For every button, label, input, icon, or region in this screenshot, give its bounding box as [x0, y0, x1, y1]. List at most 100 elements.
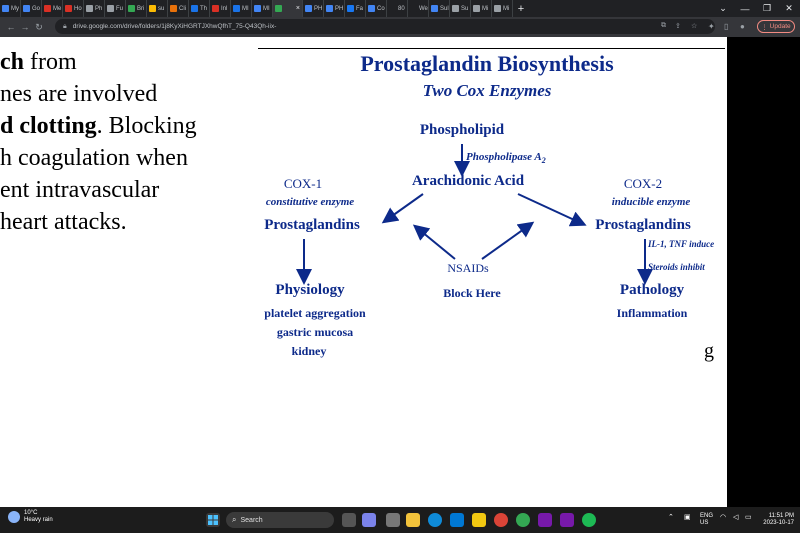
browser-tab[interactable]: We	[408, 0, 429, 17]
browser-tab[interactable]: My	[0, 0, 21, 17]
clock[interactable]: 11:51 PM 2023-10-17	[763, 513, 794, 526]
chrome-profile-icon[interactable]	[516, 513, 530, 527]
tab-label: Bri	[137, 5, 145, 12]
browser-tab[interactable]: Su	[450, 0, 471, 17]
tray-app-icon[interactable]: ▣	[684, 514, 691, 521]
side-panel-icon[interactable]: ▯	[724, 22, 729, 31]
body-text-line: heart attacks.	[0, 209, 127, 235]
steroids-label: Steroids inhibit	[648, 262, 705, 272]
arrow-arachidonic-to-cox1	[381, 193, 424, 224]
chrome-icon[interactable]	[494, 513, 508, 527]
battery-icon[interactable]: ▭	[745, 514, 752, 521]
cox1-label: COX-1	[283, 176, 323, 191]
tray-overflow-icon[interactable]: ⌃	[668, 514, 674, 521]
browser-tab[interactable]: MI	[231, 0, 252, 17]
browser-tab[interactable]: Ph	[84, 0, 105, 17]
profile-icon[interactable]: ●	[740, 22, 745, 31]
file-explorer-icon[interactable]	[406, 513, 420, 527]
lock-icon[interactable]: 🔒︎	[63, 22, 67, 30]
forward-icon[interactable]: →	[20, 22, 30, 32]
tab-search-icon[interactable]: ⌄	[719, 3, 727, 13]
update-button[interactable]: ⋮ Update	[757, 20, 795, 33]
tab-close-icon[interactable]: ×	[295, 5, 300, 12]
spotify-icon[interactable]	[582, 513, 596, 527]
browser-tab[interactable]: PH	[303, 0, 324, 17]
browser-tab[interactable]: PH	[324, 0, 345, 17]
language-indicator[interactable]: ENG US	[700, 513, 714, 526]
extensions-icon[interactable]: ✦	[708, 22, 715, 31]
edge-icon[interactable]	[428, 513, 442, 527]
install-icon[interactable]: ⧉	[661, 22, 666, 29]
browser-tab[interactable]: 80	[387, 0, 408, 17]
restore-button[interactable]: ❐	[762, 3, 772, 13]
browser-tab[interactable]: Fa	[345, 0, 366, 17]
close-window-button[interactable]: ✕	[785, 3, 793, 13]
tab-favicon-icon	[86, 5, 93, 12]
windows-logo-icon	[208, 515, 218, 525]
tab-active[interactable]: ×	[273, 0, 303, 17]
prostaglandin-figure: Prostaglandin Biosynthesis Two Cox Enzym…	[250, 49, 727, 369]
tab-favicon-icon	[431, 5, 438, 12]
onenote-second-icon[interactable]	[560, 513, 574, 527]
weather-condition: Heavy rain	[24, 517, 53, 523]
tab-label: Fu	[116, 5, 124, 12]
tab-favicon-icon	[44, 5, 51, 12]
volume-icon[interactable]: ◁	[733, 514, 739, 521]
cox2-desc: inducible enzyme	[611, 196, 691, 208]
taskbar-search[interactable]: ⌕ Search	[226, 512, 334, 528]
browser-tab[interactable]: Fu	[105, 0, 126, 17]
browser-tab[interactable]: su	[147, 0, 168, 17]
browser-tab[interactable]: Th	[189, 0, 210, 17]
teams-icon[interactable]	[362, 513, 376, 527]
tab-label: My	[11, 5, 19, 12]
inflammation-label: Inflammation	[616, 306, 688, 320]
browser-tab[interactable]: Co	[366, 0, 387, 17]
tab-label: Go	[32, 5, 41, 12]
tab-label: Ho	[74, 5, 82, 12]
figure-title: Prostaglandin Biosynthesis	[360, 51, 614, 76]
browser-tab[interactable]: Mi	[492, 0, 513, 17]
browser-tab[interactable]: Mi	[471, 0, 492, 17]
outlook-icon[interactable]	[450, 513, 464, 527]
browser-tab[interactable]: Ho	[63, 0, 84, 17]
task-view-icon[interactable]	[342, 513, 356, 527]
reload-icon[interactable]: ↻	[35, 21, 43, 32]
tab-label: PH	[314, 5, 323, 12]
wifi-icon[interactable]: ◠	[720, 514, 727, 521]
address-bar[interactable]: 🔒︎ drive.google.com/drive/folders/1j8KyX…	[55, 19, 715, 34]
browser-tab[interactable]: Sul	[429, 0, 450, 17]
temperature: 10°C	[24, 510, 38, 516]
il1-tnf-label: IL-1, TNF induce	[648, 239, 715, 249]
tab-label: MI	[263, 5, 270, 12]
weather-widget[interactable]: 10°C Heavy rain	[8, 510, 53, 524]
block-here-label: Block Here	[443, 286, 501, 300]
browser-tab[interactable]: Bri	[126, 0, 147, 17]
tab-label: Mi	[482, 5, 489, 12]
physiology-item: kidney	[291, 344, 327, 358]
browser-tab[interactable]: Me	[42, 0, 63, 17]
new-tab-button[interactable]: +	[517, 2, 525, 15]
start-button[interactable]	[206, 513, 220, 527]
browser-tab[interactable]: Cli	[168, 0, 189, 17]
tab-favicon-icon	[149, 5, 156, 12]
onenote-icon[interactable]	[538, 513, 552, 527]
bookmark-star-icon[interactable]: ☆	[691, 23, 698, 30]
tab-label: Mi	[503, 5, 510, 12]
browser-tab[interactable]: Go	[21, 0, 42, 17]
widgets-icon[interactable]	[386, 513, 400, 527]
back-icon[interactable]: ←	[6, 22, 16, 32]
minimize-button[interactable]: —	[740, 3, 750, 14]
search-icon: ⌕	[232, 515, 237, 524]
tab-label: Ph	[95, 5, 103, 12]
browser-tab[interactable]: MI	[252, 0, 273, 17]
rain-cloud-icon	[8, 511, 20, 523]
tab-favicon-icon	[65, 5, 72, 12]
figure-arrows	[296, 144, 653, 285]
share-icon[interactable]: ⇪	[675, 23, 681, 30]
sticky-notes-icon[interactable]	[472, 513, 486, 527]
browser-tab[interactable]: Inl	[210, 0, 231, 17]
tab-favicon-icon	[410, 5, 417, 12]
windows-taskbar: 10°C Heavy rain ⌕ Search ⌃ ▣ ENG US ◠ ◁ …	[0, 507, 800, 533]
